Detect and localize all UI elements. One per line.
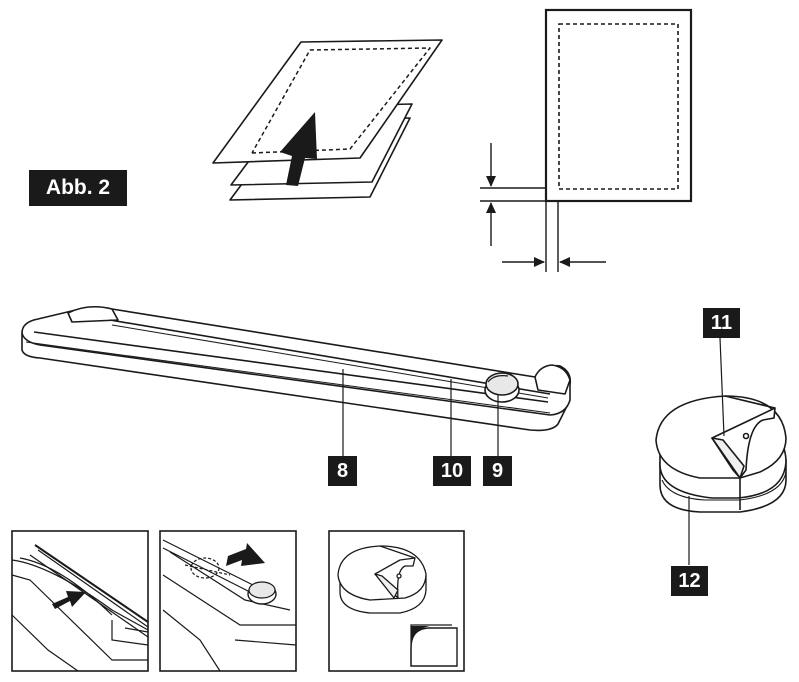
up-arrow-icon xyxy=(280,112,317,186)
left-arrow-icon xyxy=(226,543,265,566)
callout-8-badge: 8 xyxy=(328,456,357,486)
left-arrow-icon xyxy=(559,257,570,267)
callout-9-badge: 9 xyxy=(483,456,512,486)
stacked-paper-sheets-icon xyxy=(212,39,443,201)
trimmer-insert-paper-step-icon xyxy=(11,530,149,672)
figure-title-badge: Abb. 2 xyxy=(29,170,127,206)
rounded-corner-icon xyxy=(410,624,458,667)
paper-trimmer-icon xyxy=(21,305,572,432)
corner-punch-step-icon xyxy=(328,530,465,672)
corner-rounder-punch-icon xyxy=(655,395,787,513)
callout-10-badge: 10 xyxy=(433,456,471,486)
callout-11-badge: 11 xyxy=(703,308,740,338)
right-arrow-icon xyxy=(52,591,86,609)
up-arrow-icon xyxy=(486,202,496,213)
trimmer-slide-cutter-step-icon xyxy=(159,530,297,672)
callout-12-badge: 12 xyxy=(671,566,708,596)
paper-sheet-with-margin-icon xyxy=(544,8,693,203)
right-arrow-icon xyxy=(534,257,545,267)
down-arrow-icon xyxy=(486,176,496,187)
